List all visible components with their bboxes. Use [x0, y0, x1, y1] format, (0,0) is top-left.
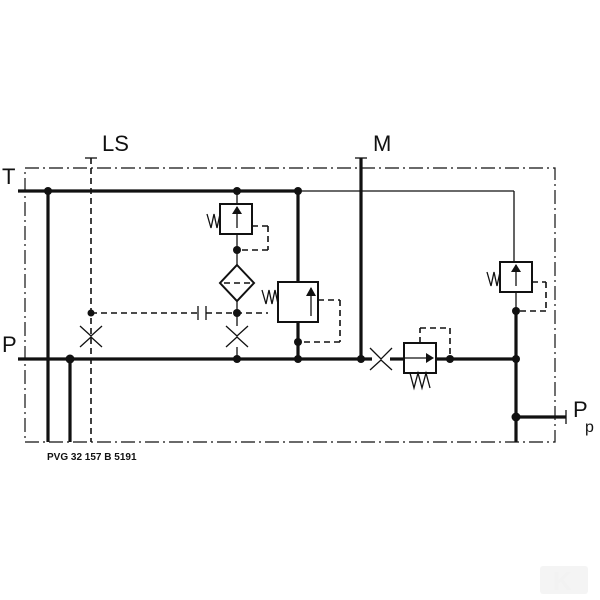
port-label-m: M [373, 131, 391, 156]
tank-line [18, 189, 515, 442]
p-line-orifice [369, 347, 393, 371]
port-label-pp-sub: p [585, 419, 594, 436]
port-label-pp: P [573, 397, 588, 422]
port-label-t: T [2, 164, 15, 189]
ls-pilot-line [85, 157, 268, 442]
pressure-reducing-valve [403, 327, 451, 391]
ls-orifice-left [79, 325, 103, 348]
main-relief-valve [261, 281, 341, 359]
pp-relief-valve [486, 261, 547, 312]
svg-text:K: K [553, 566, 572, 596]
port-label-p: P [2, 332, 17, 357]
brand-logo: K [540, 566, 588, 596]
pilot-relief-valve [206, 191, 269, 265]
drawing-code: PVG 32 157 B 5191 [47, 452, 137, 463]
ls-orifice-right [225, 325, 249, 348]
port-label-ls: LS [102, 131, 129, 156]
junction-dots [44, 187, 521, 422]
filter-icon [218, 263, 256, 359]
m-port-line [355, 157, 367, 359]
pressure-line [18, 311, 567, 442]
housing-boundary [24, 167, 556, 443]
